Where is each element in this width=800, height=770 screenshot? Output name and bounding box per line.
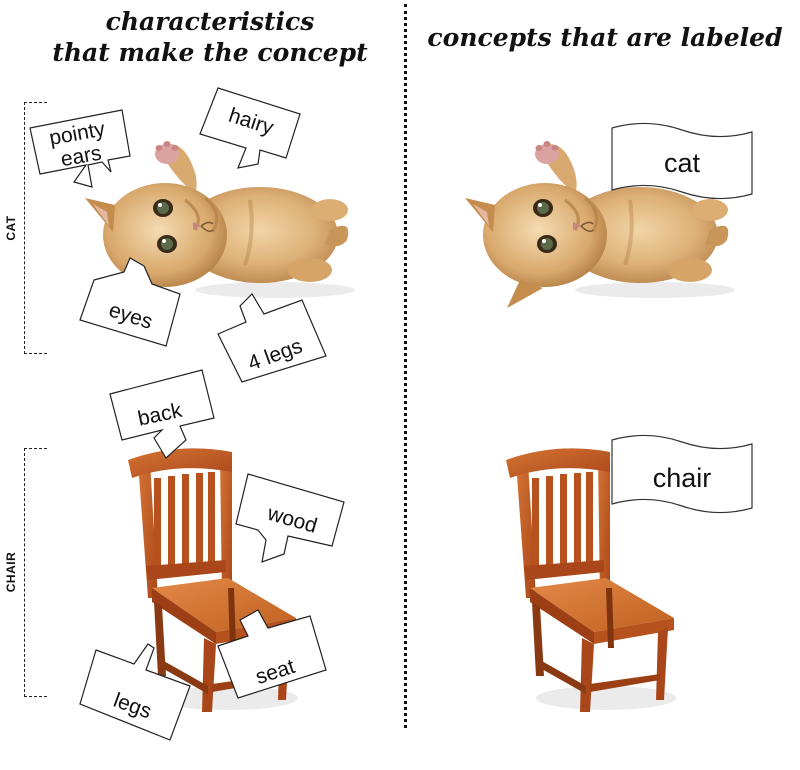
chair-label: chair: [652, 462, 712, 493]
callout-back: back: [109, 369, 215, 459]
pointy-ears-arrow-icon: [29, 109, 131, 188]
flag-icon: [611, 122, 753, 200]
callout-wood: wood: [235, 473, 345, 564]
chair-illustration-right: [506, 448, 676, 712]
cat-illustration-right: [465, 141, 735, 308]
eyes-arrow-icon: [79, 257, 181, 347]
callout-hairy: hairy: [199, 87, 301, 169]
callout-4-legs: 4 legs: [217, 292, 327, 383]
back-arrow-icon: [109, 369, 215, 459]
cat-label: cat: [663, 147, 701, 178]
label-flag-cat: cat: [611, 122, 753, 202]
callout-legs: legs: [79, 643, 191, 741]
callout-seat: seat: [217, 606, 327, 699]
legs-arrow-icon: [79, 643, 191, 741]
chair-bracket: [24, 448, 47, 697]
cat-bracket: [24, 102, 47, 354]
cat-shape: [465, 141, 735, 308]
wood-arrow-icon: [235, 473, 345, 563]
left-column-heading: characteristics that make the concept: [52, 7, 368, 67]
flag-icon: [611, 434, 753, 514]
callout-eyes: eyes: [79, 257, 186, 347]
label-flag-chair: chair: [611, 434, 753, 516]
callout-pointy-ears: pointy ears: [28, 109, 132, 188]
right-column-heading: concepts that are labeled: [427, 23, 783, 52]
chair-shape: [506, 448, 676, 712]
seat-arrow-icon: [217, 609, 327, 699]
dotted-divider: [404, 4, 407, 728]
side-label-cat: CAT: [4, 215, 18, 241]
hairy-arrow-icon: [199, 87, 301, 169]
back-label: back: [135, 398, 184, 431]
side-label-chair: CHAIR: [4, 551, 18, 593]
four-legs-arrow-icon: [217, 293, 327, 383]
